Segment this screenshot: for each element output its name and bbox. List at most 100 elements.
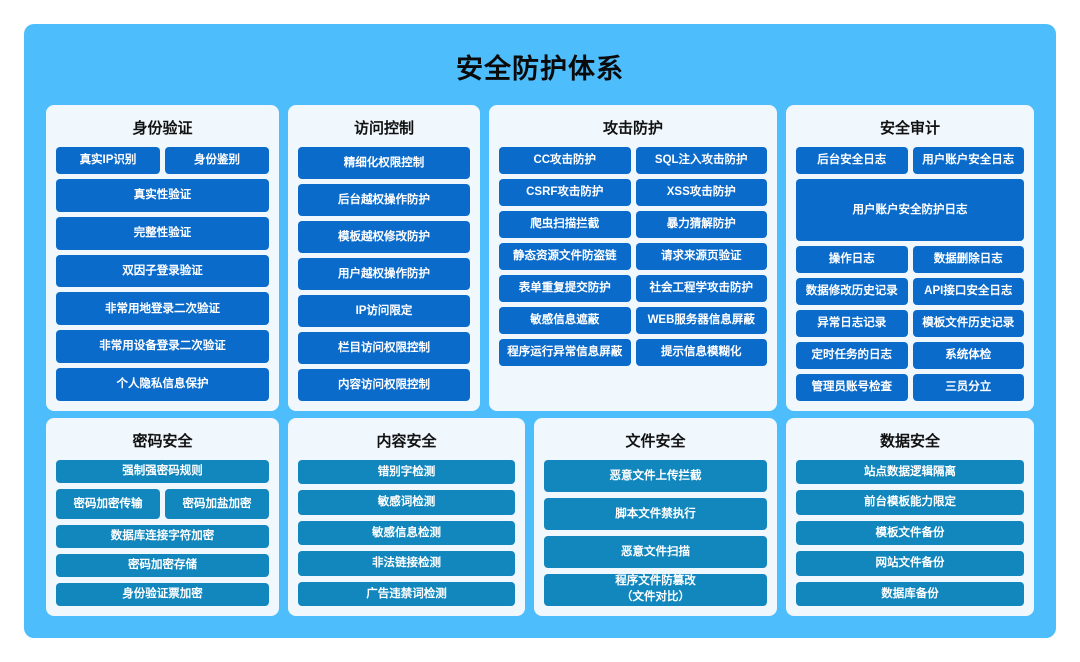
chip[interactable]: 表单重复提交防护 <box>499 275 631 302</box>
panel-title-password-security: 密码安全 <box>132 432 193 450</box>
item-row: CSRF攻击防护 XSS攻击防护 <box>499 179 767 206</box>
chip[interactable]: 用户账户安全日志 <box>912 147 1024 174</box>
chip[interactable]: 数据库连接字符加密 <box>56 524 269 548</box>
chip[interactable]: 身份验证票加密 <box>56 582 269 606</box>
chip[interactable]: 前台模板能力限定 <box>796 490 1024 515</box>
panel-password-security: 密码安全 强制强密码规则 密码加密传输 密码加盐加密 数据库连接字符加密 密码加… <box>46 417 279 616</box>
item-row: 爬虫扫描拦截 暴力猜解防护 <box>499 211 767 238</box>
chip-line-1: 程序文件防篡改 <box>615 575 696 588</box>
panel-items-file-security: 恶意文件上传拦截 脚本文件禁执行 恶意文件扫描 程序文件防篡改 （文件对比） <box>544 459 767 606</box>
chip[interactable]: 非法链接检测 <box>298 551 515 576</box>
chip[interactable]: 爬虫扫描拦截 <box>499 211 631 238</box>
panel-items-content-security: 错别字检测 敏感词检测 敏感信息检测 非法链接检测 广告违禁词检测 <box>298 459 515 607</box>
chip[interactable]: WEB服务器信息屏蔽 <box>635 307 767 334</box>
chip[interactable]: 敏感信息遮蔽 <box>499 307 631 334</box>
chip[interactable]: 密码加盐加密 <box>165 488 269 519</box>
chip[interactable]: 恶意文件上传拦截 <box>544 459 767 492</box>
chip[interactable]: 密码加密传输 <box>56 488 160 519</box>
page-title: 安全防护体系 <box>456 54 624 84</box>
chip[interactable]: 用户越权操作防护 <box>298 257 470 290</box>
chip[interactable]: 管理员账号检查 <box>796 373 908 401</box>
chip[interactable]: 模板越权修改防护 <box>298 220 470 253</box>
chip[interactable]: 数据修改历史记录 <box>796 277 908 305</box>
panel-items-attack-protection: CC攻击防护 SQL注入攻击防护 CSRF攻击防护 XSS攻击防护 爬虫扫描拦截… <box>499 147 767 401</box>
chip[interactable]: 栏目访问权限控制 <box>298 331 470 364</box>
chip[interactable]: 定时任务的日志 <box>796 341 908 369</box>
panel-security-audit: 安全审计 后台安全日志 用户账户安全日志 用户账户安全防护日志 操作日志 数据删… <box>786 105 1034 411</box>
chip[interactable]: 系统体检 <box>912 341 1024 369</box>
chip[interactable]: 提示信息模糊化 <box>635 339 767 366</box>
panel-items-identity: 真实IP识别 身份鉴别 真实性验证 完整性验证 双因子登录验证 非常用地登录二次… <box>56 147 269 401</box>
chip[interactable]: 站点数据逻辑隔离 <box>796 459 1024 485</box>
chip[interactable]: 非常用设备登录二次验证 <box>56 330 269 363</box>
panel-title-identity: 身份验证 <box>132 120 193 137</box>
item-row: 表单重复提交防护 社会工程学攻击防护 <box>499 275 767 302</box>
chip[interactable]: 用户账户安全防护日志 <box>796 179 1024 241</box>
chip[interactable]: 敏感信息检测 <box>298 520 515 546</box>
chip[interactable]: 错别字检测 <box>298 459 515 485</box>
chip[interactable]: SQL注入攻击防护 <box>635 147 767 174</box>
chip[interactable]: 社会工程学攻击防护 <box>635 275 767 302</box>
item-row: 程序运行异常信息屏蔽 提示信息模糊化 <box>499 339 767 366</box>
chip-multiline[interactable]: 程序文件防篡改 （文件对比） <box>544 573 767 606</box>
panel-items-password-security: 强制强密码规则 密码加密传输 密码加盐加密 数据库连接字符加密 密码加密存储 身… <box>56 459 269 606</box>
chip[interactable]: 密码加密存储 <box>56 553 269 577</box>
chip[interactable]: 模板文件备份 <box>796 520 1024 546</box>
chip[interactable]: 强制强密码规则 <box>56 459 269 483</box>
panel-file-security: 文件安全 恶意文件上传拦截 脚本文件禁执行 恶意文件扫描 程序文件防篡改 （文件… <box>534 417 777 616</box>
chip[interactable]: 网站文件备份 <box>796 551 1024 576</box>
chip[interactable]: 数据库备份 <box>796 581 1024 607</box>
diagram-canvas: 安全防护体系 身份验证 真实IP识别 身份鉴别 真实性验证 完整性验证 双因子登… <box>24 24 1056 638</box>
item-row: 定时任务的日志 系统体检 <box>796 341 1024 369</box>
chip[interactable]: 后台安全日志 <box>796 147 908 174</box>
chip[interactable]: 敏感词检测 <box>298 490 515 515</box>
chip[interactable]: 真实IP识别 <box>56 147 160 174</box>
item-row: 操作日志 数据删除日志 <box>796 245 1024 273</box>
item-row: 真实IP识别 身份鉴别 <box>56 147 269 174</box>
item-row: 静态资源文件防盗链 请求来源页验证 <box>499 243 767 270</box>
panel-title-access-control: 访问控制 <box>353 120 414 137</box>
chip[interactable]: 身份鉴别 <box>165 147 269 174</box>
chip[interactable]: IP访问限定 <box>298 294 470 327</box>
chip[interactable]: 静态资源文件防盗链 <box>499 243 631 270</box>
chip[interactable]: 三员分立 <box>912 373 1024 401</box>
chip[interactable]: 真实性验证 <box>56 179 269 212</box>
item-row: 敏感信息遮蔽 WEB服务器信息屏蔽 <box>499 307 767 334</box>
chip[interactable]: 完整性验证 <box>56 216 269 250</box>
panel-title-content-security: 内容安全 <box>376 432 437 450</box>
chip[interactable]: 广告违禁词检测 <box>298 581 515 607</box>
chip[interactable]: 暴力猜解防护 <box>635 211 767 238</box>
item-row: 异常日志记录 模板文件历史记录 <box>796 309 1024 337</box>
panel-access-control: 访问控制 精细化权限控制 后台越权操作防护 模板越权修改防护 用户越权操作防护 … <box>288 105 480 411</box>
panel-title-security-audit: 安全审计 <box>879 120 940 137</box>
chip[interactable]: 数据删除日志 <box>912 245 1024 273</box>
chip[interactable]: 脚本文件禁执行 <box>544 497 767 530</box>
chip[interactable]: 后台越权操作防护 <box>298 183 470 216</box>
chip[interactable]: 双因子登录验证 <box>56 254 269 288</box>
chip[interactable]: 请求来源页验证 <box>635 243 767 270</box>
item-row: 数据修改历史记录 API接口安全日志 <box>796 277 1024 305</box>
chip[interactable]: CSRF攻击防护 <box>499 179 631 206</box>
chip[interactable]: 精细化权限控制 <box>298 147 470 179</box>
panel-items-security-audit: 后台安全日志 用户账户安全日志 用户账户安全防护日志 操作日志 数据删除日志 数… <box>796 147 1024 401</box>
chip[interactable]: 操作日志 <box>796 245 908 273</box>
panel-title-data-security: 数据安全 <box>879 432 940 450</box>
panel-title-file-security: 文件安全 <box>625 432 686 450</box>
item-row: CC攻击防护 SQL注入攻击防护 <box>499 147 767 174</box>
chip[interactable]: CC攻击防护 <box>499 147 631 174</box>
chip[interactable]: 内容访问权限控制 <box>298 368 470 401</box>
chip[interactable]: API接口安全日志 <box>912 277 1024 305</box>
panel-attack-protection: 攻击防护 CC攻击防护 SQL注入攻击防护 CSRF攻击防护 XSS攻击防护 爬… <box>489 105 777 411</box>
chip[interactable]: 程序运行异常信息屏蔽 <box>499 339 631 366</box>
panel-content-security: 内容安全 错别字检测 敏感词检测 敏感信息检测 非法链接检测 广告违禁词检测 <box>288 417 525 616</box>
chip[interactable]: 个人隐私信息保护 <box>56 367 269 401</box>
chip[interactable]: 异常日志记录 <box>796 309 908 337</box>
item-row: 管理员账号检查 三员分立 <box>796 373 1024 401</box>
chip[interactable]: 模板文件历史记录 <box>912 309 1024 337</box>
chip[interactable]: XSS攻击防护 <box>635 179 767 206</box>
item-row: 密码加密传输 密码加盐加密 <box>56 488 269 519</box>
chip[interactable]: 恶意文件扫描 <box>544 535 767 568</box>
chip[interactable]: 非常用地登录二次验证 <box>56 292 269 326</box>
panel-data-security: 数据安全 站点数据逻辑隔离 前台模板能力限定 模板文件备份 网站文件备份 数据库… <box>786 417 1034 616</box>
panel-items-access-control: 精细化权限控制 后台越权操作防护 模板越权修改防护 用户越权操作防护 IP访问限… <box>298 147 470 401</box>
